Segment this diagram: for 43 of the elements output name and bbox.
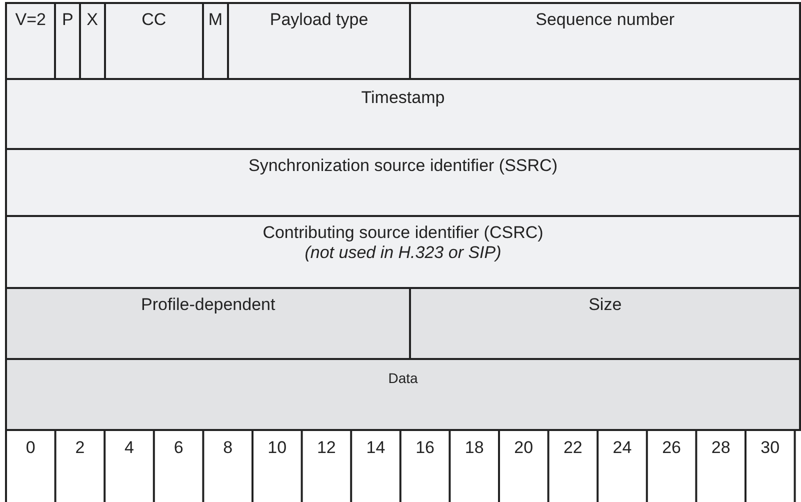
bit-number: 20 [513,438,534,458]
field-note: (not used in H.323 or SIP) [304,243,502,263]
bit-number: 30 [760,438,781,458]
field-label: Size [588,295,623,315]
header-field [5,215,801,289]
field-label: Contributing source identifier (CSRC) [262,223,544,243]
bit-number: 12 [316,438,337,458]
field-label: CC [140,10,168,30]
header-field [54,2,81,80]
header-field [409,2,801,80]
field-label: M [207,10,224,30]
bit-number: 4 [124,438,135,458]
field-label: Sequence number [534,10,676,30]
field-label: Payload type [268,10,370,30]
bit-number: 6 [172,438,184,458]
bit-number: 16 [414,438,436,458]
bit-number: 8 [222,438,234,458]
header-field [5,78,801,150]
bit-number: 18 [464,438,485,458]
field-label: Profile-dependent [140,295,276,315]
bit-number: 10 [266,438,288,458]
field-label: X [86,10,99,30]
field-label: V=2 [14,10,48,30]
bit-number: 28 [710,438,732,458]
header-field [226,2,412,80]
bit-number: 0 [24,438,36,458]
header-field [5,2,56,80]
bit-number: 24 [612,438,633,458]
header-field [409,287,801,360]
header-field [5,148,801,217]
field-label: Synchronization source identifier (SSRC) [248,156,558,176]
bit-number: 14 [365,438,386,458]
bit-number: 26 [661,438,682,458]
field-label: Data [387,369,419,388]
field-label: Timestamp [360,88,446,108]
field-label: P [60,10,74,30]
header-field [104,2,204,80]
header-field [202,2,229,80]
bit-number: 22 [562,438,584,458]
header-field [5,358,801,431]
header-field [78,2,106,80]
header-field [5,287,412,360]
bit-number: 2 [74,438,86,458]
